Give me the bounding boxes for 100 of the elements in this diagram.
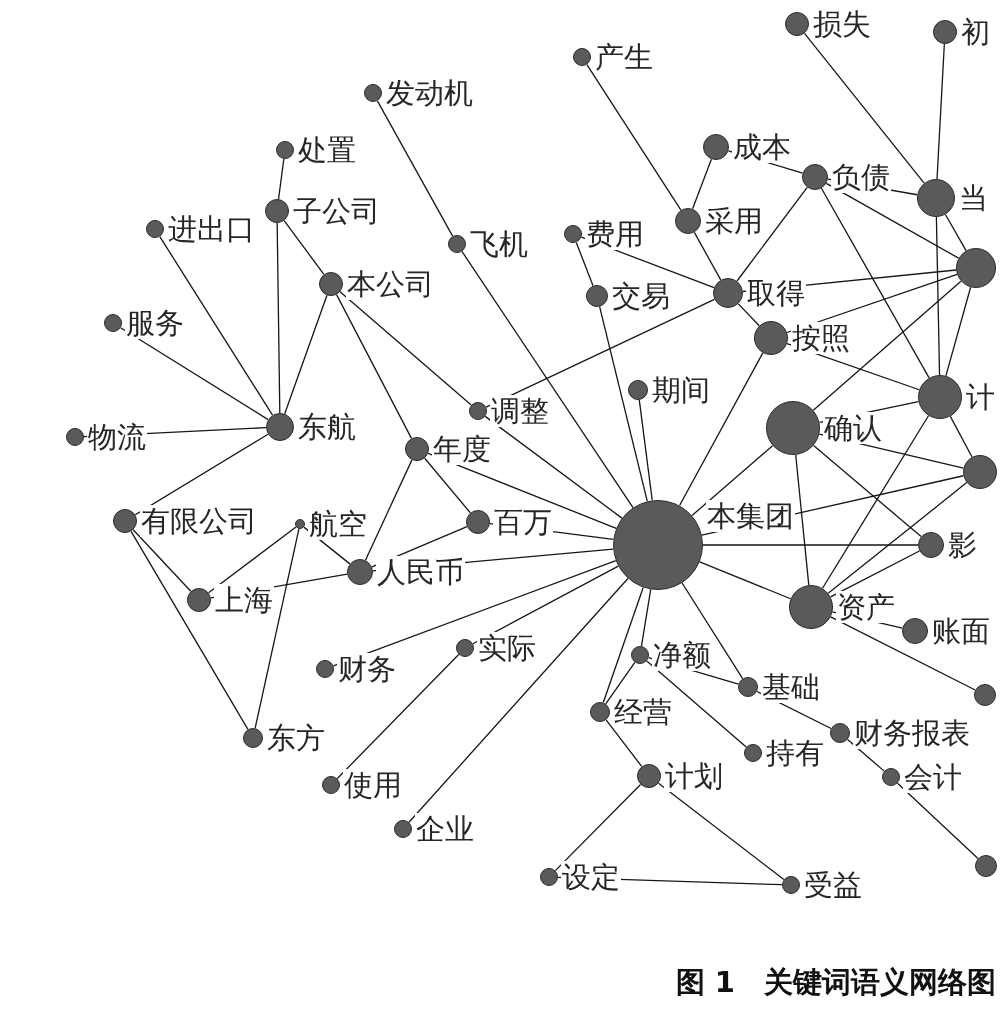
node-label: 计 — [965, 381, 996, 413]
keyword-node — [266, 411, 357, 443]
edge-line — [276, 222, 281, 414]
node-label: 航空 — [308, 508, 368, 540]
keyword-node — [276, 134, 357, 166]
edge-line — [691, 158, 713, 210]
edge-line — [949, 415, 973, 458]
edge-line — [935, 216, 941, 376]
keyword-node — [590, 696, 673, 728]
keyword-node — [469, 395, 550, 427]
edge-line — [640, 588, 652, 647]
keyword-node — [586, 280, 671, 312]
keyword-node — [364, 77, 474, 109]
keyword-node — [902, 615, 991, 647]
keyword-node — [613, 500, 795, 590]
keyword-node — [466, 506, 553, 538]
edge-line — [944, 213, 967, 252]
keyword-node — [104, 307, 185, 339]
keyword-node — [882, 761, 963, 793]
keyword-node — [628, 374, 711, 406]
edge-line — [702, 544, 919, 546]
node-label: 财务报表 — [853, 717, 971, 749]
edge-line — [335, 294, 413, 439]
edge-line — [691, 445, 774, 517]
keyword-node — [540, 861, 621, 893]
node-label: 处置 — [297, 134, 357, 166]
node-label: 影 — [947, 529, 978, 561]
edge-line — [846, 738, 885, 772]
edge-line — [120, 327, 269, 421]
edge-line — [602, 586, 644, 704]
edge-line — [736, 186, 808, 282]
edge-line — [472, 565, 619, 645]
edge-line — [254, 528, 300, 729]
node-label: 调整 — [490, 395, 550, 427]
edge-line — [277, 158, 285, 200]
node-label: 基础 — [761, 671, 821, 703]
node-label: 东方 — [266, 722, 326, 754]
edge-line — [207, 526, 297, 594]
keyword-node — [782, 869, 863, 901]
edge-line — [812, 444, 922, 538]
edge-line — [795, 454, 810, 586]
edge-line — [424, 457, 471, 514]
keyword-node — [918, 529, 978, 561]
keyword-node — [830, 717, 971, 749]
node-label: 实际 — [477, 632, 537, 664]
edge-line — [812, 280, 962, 411]
edge-line — [737, 303, 760, 327]
node-label: 账面 — [931, 615, 991, 647]
node-label: 百万 — [493, 506, 553, 538]
keyword-node — [573, 41, 654, 73]
keyword-node — [316, 653, 397, 685]
keyword-node — [703, 131, 792, 163]
edge-line — [364, 459, 413, 561]
node-label: 按照 — [791, 322, 851, 354]
keyword-node — [785, 8, 872, 40]
keyword-node — [802, 161, 891, 193]
edge-line — [821, 415, 930, 589]
edge-line — [284, 294, 328, 415]
node-label: 计划 — [664, 760, 724, 792]
keyword-node — [789, 585, 896, 629]
keyword-node — [394, 813, 475, 845]
node-label: 人民币 — [376, 556, 465, 588]
edge-line — [678, 352, 764, 507]
node-label: 成本 — [732, 131, 792, 163]
node-label: 上海 — [214, 584, 274, 616]
keyword-node — [744, 737, 825, 769]
keyword-node — [347, 556, 465, 588]
edge-line — [605, 719, 643, 768]
edge-line — [936, 43, 945, 180]
edge-line — [283, 220, 325, 275]
edge-line — [657, 782, 785, 881]
node-label: 产生 — [594, 41, 654, 73]
node-label: 年度 — [432, 433, 492, 465]
keyword-node — [456, 632, 537, 664]
node-label: 发动机 — [385, 77, 474, 109]
keyword-node — [295, 508, 368, 540]
edge-line — [554, 783, 642, 872]
node-label: 负债 — [831, 161, 891, 193]
edge-line — [945, 286, 972, 377]
node-label: 受益 — [803, 869, 863, 901]
node-label: 初 — [960, 16, 991, 48]
node-label: 经营 — [613, 696, 673, 728]
figure-caption: 图 1 关键词语义网络图 — [675, 964, 996, 1000]
node-label: 持有 — [765, 737, 825, 769]
keyword-node — [754, 321, 851, 355]
edge-line — [896, 782, 979, 860]
node-label: 财务 — [337, 653, 397, 685]
keyword-node — [918, 375, 996, 419]
node-label: 损失 — [812, 8, 872, 40]
edge-line — [827, 481, 968, 594]
edge-line — [132, 529, 192, 592]
keyword-node — [933, 16, 991, 48]
node-label: 资产 — [836, 591, 896, 623]
node-label: 飞机 — [469, 228, 529, 260]
node-label: 本集团 — [706, 500, 795, 532]
edge-line — [598, 306, 648, 502]
node-label: 企业 — [415, 813, 475, 845]
edge-line — [332, 560, 617, 667]
node-label: 取得 — [746, 277, 806, 309]
keyword-node — [448, 228, 529, 260]
